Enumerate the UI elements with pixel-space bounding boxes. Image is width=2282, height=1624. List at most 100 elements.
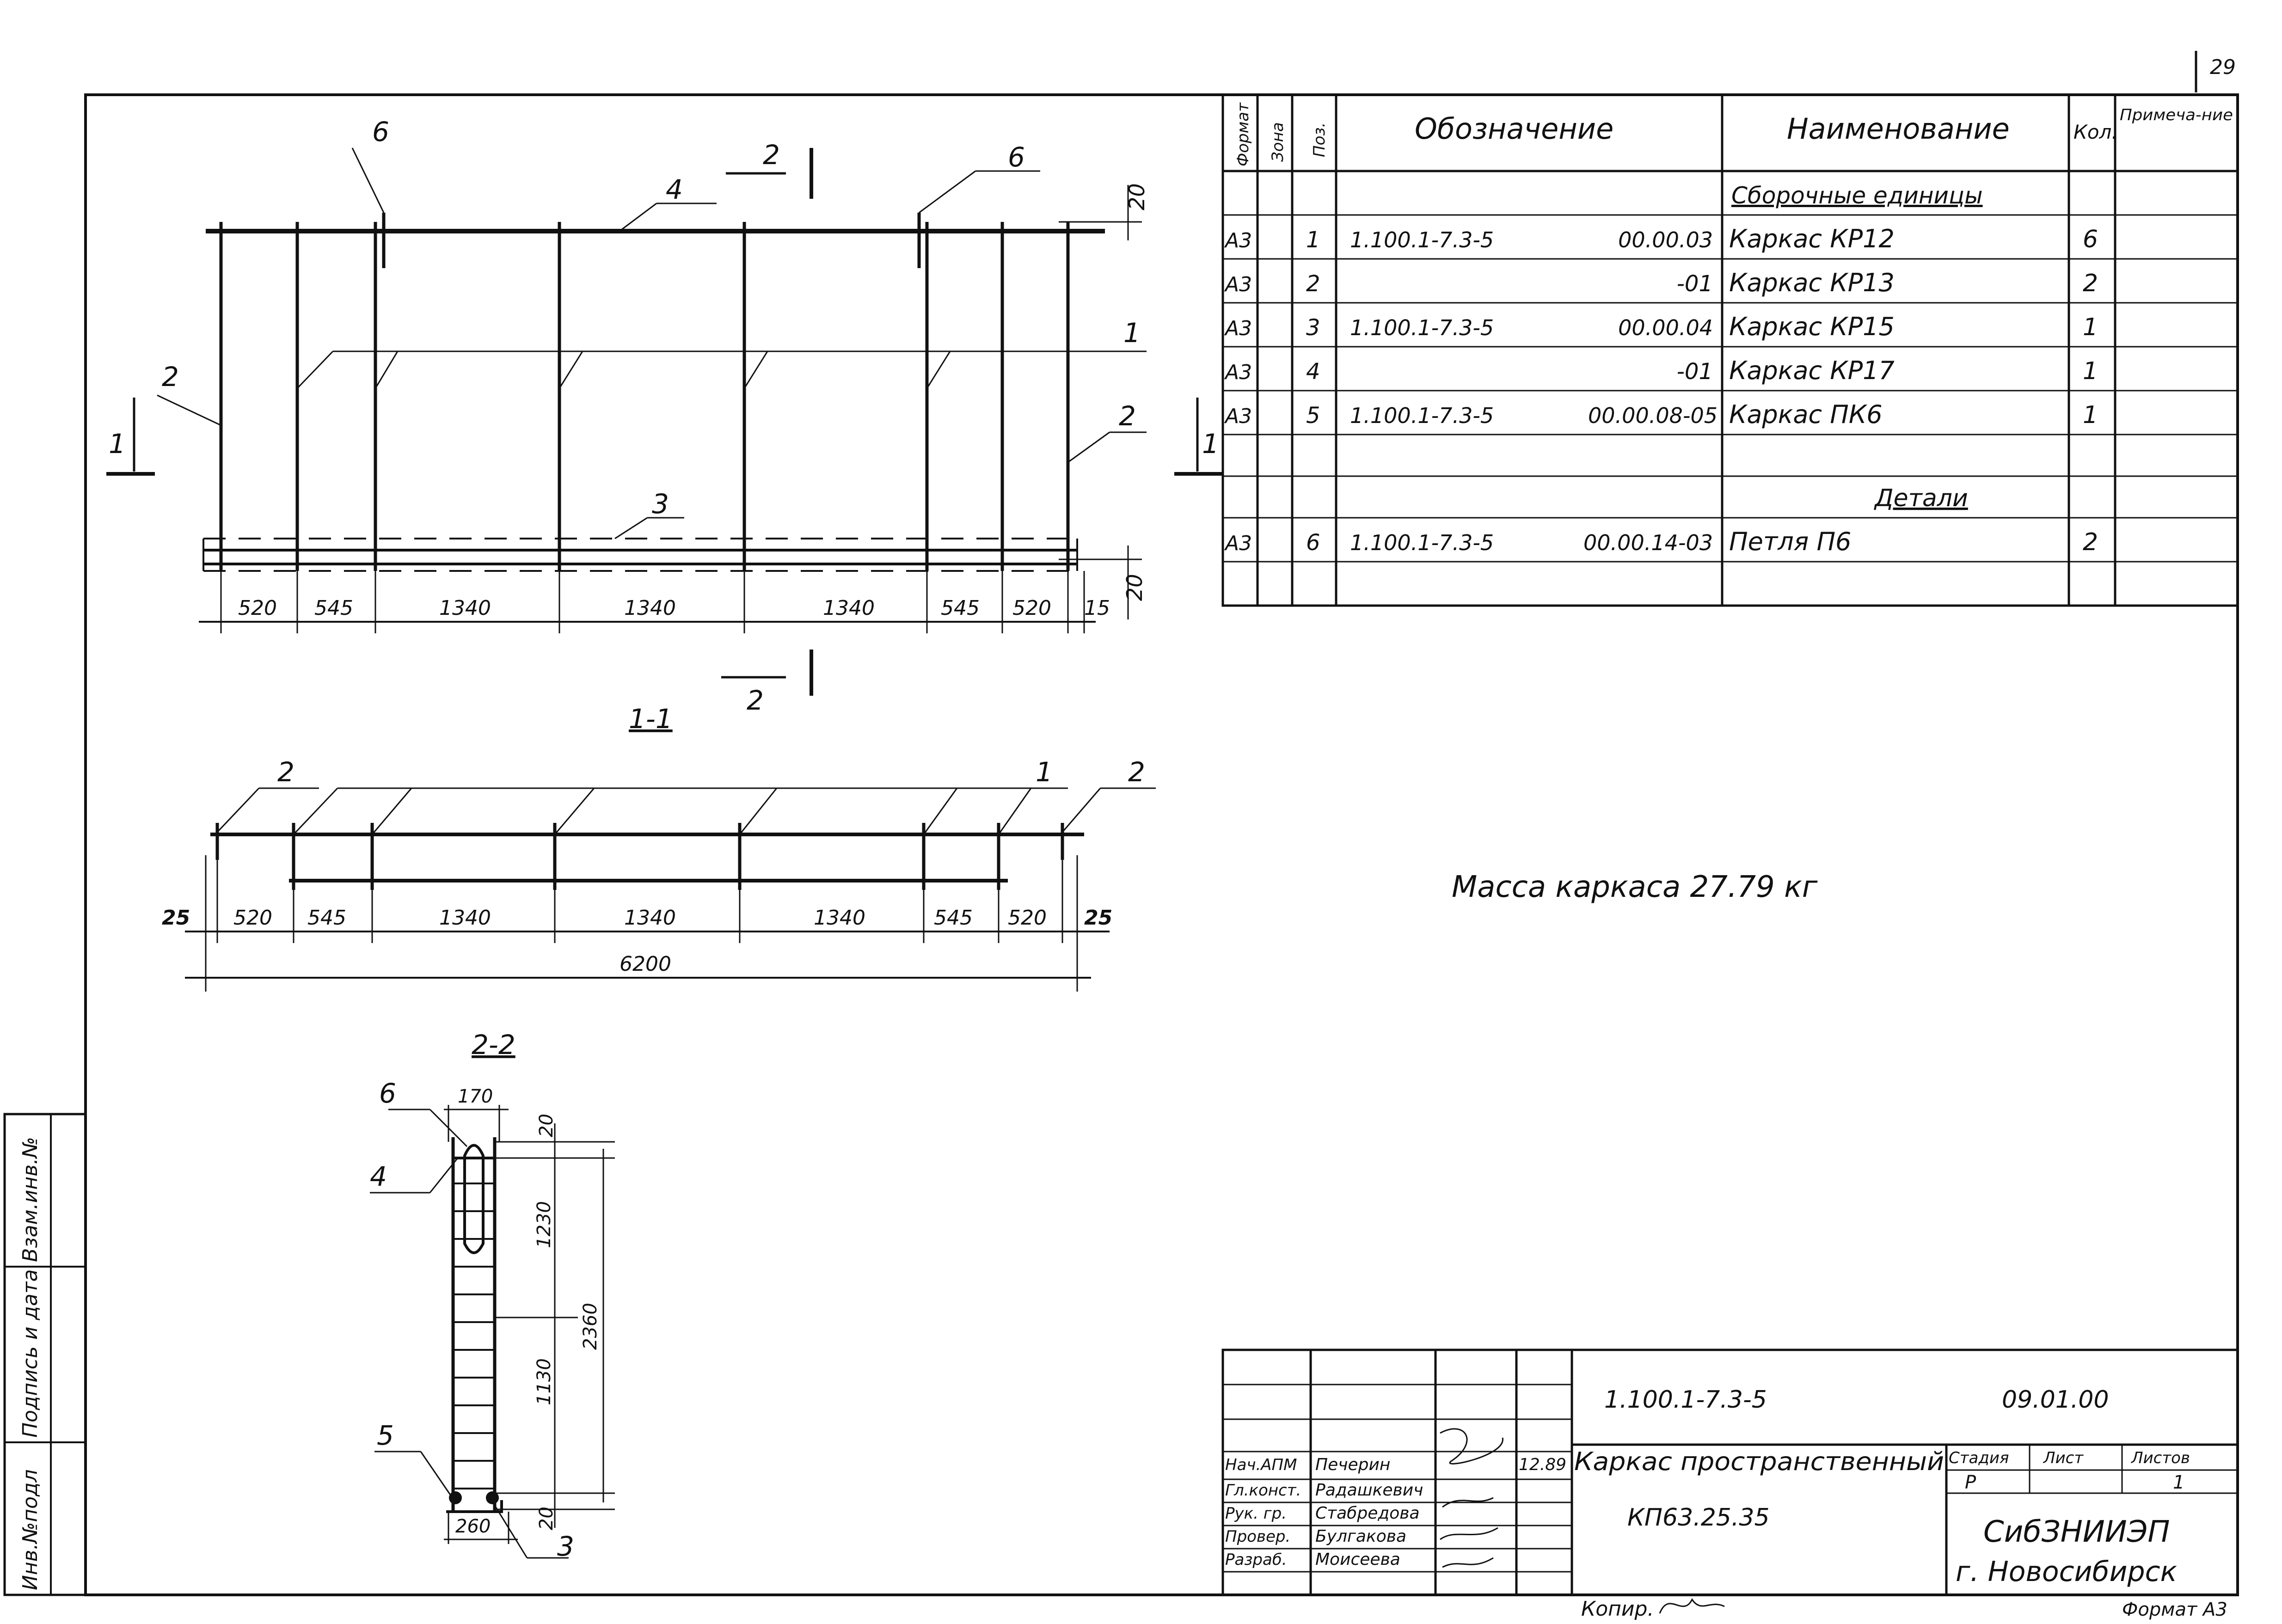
elevation-dim-20-bottom: 20 — [1122, 574, 1147, 601]
svg-text:-01: -01 — [1677, 359, 1713, 385]
svg-text:Рук. гр.: Рук. гр. — [1225, 1504, 1287, 1523]
elevation-pos2-right: 2 — [1119, 400, 1136, 432]
svg-text:09.01.00: 09.01.00 — [2002, 1386, 2109, 1414]
section-2-2-pos3: 3 — [557, 1531, 574, 1562]
table-row: А3 3 1.100.1-7.3-5 00.00.04 Каркас КР15 … — [1224, 312, 2098, 341]
svg-text:2: 2 — [2083, 528, 2098, 556]
svg-text:А3: А3 — [1224, 404, 1252, 428]
section-1-1-title: 1-1 — [629, 703, 673, 735]
section-mark-2-top: 2 — [763, 139, 780, 171]
section-2-2-pos5: 5 — [377, 1420, 394, 1451]
svg-text:3: 3 — [1306, 315, 1320, 341]
svg-text:520: 520 — [233, 906, 272, 930]
svg-text:1340: 1340 — [624, 906, 676, 930]
elevation-pos6-right: 6 — [1008, 141, 1025, 173]
svg-text:А3: А3 — [1224, 532, 1252, 555]
left-stamp: Инв.№подл Подпись и дата Взам.инв.№ — [3, 1113, 87, 1596]
header-note: Примеча-ние — [2120, 106, 2233, 124]
svg-text:20: 20 — [536, 1507, 557, 1530]
header-designation: Обозначение — [1415, 112, 1613, 146]
section-1-1-pos2-left: 2 — [277, 756, 294, 788]
elevation-pos4: 4 — [666, 174, 683, 205]
svg-text:Радашкевич: Радашкевич — [1315, 1481, 1423, 1500]
drawing-frame — [84, 93, 2239, 1596]
elevation-pos1: 1 — [1123, 317, 1141, 349]
section-2-2-pos4: 4 — [370, 1161, 387, 1192]
svg-text:1.100.1-7.3-5: 1.100.1-7.3-5 — [1350, 530, 1494, 555]
svg-text:г. Новосибирск: г. Новосибирск — [1956, 1556, 2177, 1588]
svg-text:КП63.25.35: КП63.25.35 — [1627, 1504, 1770, 1532]
svg-text:Каркас КР12: Каркас КР12 — [1729, 224, 1895, 253]
svg-text:Каркас пространственный: Каркас пространственный — [1574, 1447, 1944, 1476]
section-2-2 — [370, 1105, 615, 1559]
svg-text:Моисеева: Моисеева — [1315, 1550, 1400, 1569]
svg-text:1.100.1-7.3-5: 1.100.1-7.3-5 — [1350, 227, 1494, 252]
mass-note: Масса каркаса 27.79 кг — [1452, 870, 1818, 904]
svg-text:20: 20 — [536, 1114, 557, 1137]
svg-text:1340: 1340 — [814, 906, 865, 930]
section-1-1-pos1: 1 — [1036, 756, 1053, 788]
svg-text:А3: А3 — [1224, 361, 1252, 384]
svg-text:Р: Р — [1965, 1472, 1976, 1493]
table-row: А3 5 1.100.1-7.3-5 00.00.08-05 Каркас ПК… — [1224, 400, 2098, 429]
svg-text:1340: 1340 — [439, 906, 491, 930]
svg-text:Стадия: Стадия — [1949, 1449, 2009, 1467]
svg-text:545: 545 — [934, 906, 973, 930]
svg-text:25: 25 — [1084, 906, 1112, 930]
section-assembly-units: Сборочные единицы — [1731, 182, 1983, 209]
elevation-dim-20-top: 20 — [1124, 183, 1149, 210]
svg-text:4: 4 — [1306, 359, 1320, 385]
page-number: 29 — [2210, 55, 2236, 79]
svg-text:1130: 1130 — [534, 1358, 555, 1405]
header-pos: Поз. — [1310, 123, 1329, 157]
section-mark-2-bottom: 2 — [747, 685, 764, 716]
svg-text:Каркас ПК6: Каркас ПК6 — [1729, 400, 1883, 429]
svg-text:А3: А3 — [1224, 317, 1252, 340]
svg-text:520: 520 — [1008, 906, 1047, 930]
table-row: А3 1 1.100.1-7.3-5 00.00.03 Каркас КР12 … — [1224, 224, 2098, 253]
stamp-sign-date: Подпись и дата — [18, 1269, 42, 1438]
svg-text:545: 545 — [307, 906, 346, 930]
svg-text:Каркас КР15: Каркас КР15 — [1729, 312, 1895, 341]
elevation-pos3: 3 — [652, 488, 669, 520]
header-name: Наименование — [1787, 112, 2010, 146]
svg-text:1340: 1340 — [439, 596, 491, 620]
table-row: А3 4 -01 Каркас КР17 1 — [1224, 356, 2098, 385]
section-1-1-dimensions: 25 520 545 1340 1340 1340 545 520 25 620… — [162, 906, 1112, 976]
section-2-2-pos6: 6 — [379, 1078, 396, 1109]
elevation-pos2-left: 2 — [162, 361, 179, 392]
svg-text:520: 520 — [1012, 596, 1051, 620]
svg-text:1: 1 — [2083, 313, 2098, 341]
footer-format: Формат А3 — [2122, 1599, 2227, 1620]
title-block — [1221, 1348, 2239, 1596]
svg-text:1340: 1340 — [624, 596, 676, 620]
svg-text:Провер.: Провер. — [1225, 1527, 1290, 1546]
svg-text:6: 6 — [2083, 226, 2098, 253]
footer-copy: Копир. — [1581, 1597, 1654, 1621]
svg-text:15: 15 — [1084, 596, 1110, 620]
svg-text:Булгакова: Булгакова — [1315, 1527, 1406, 1546]
elevation-view — [106, 147, 1223, 696]
svg-text:1: 1 — [2083, 357, 2098, 385]
svg-text:-01: -01 — [1677, 271, 1713, 297]
section-2-2-title: 2-2 — [472, 1029, 515, 1060]
svg-text:А3: А3 — [1224, 273, 1252, 296]
svg-text:Нач.АПМ: Нач.АПМ — [1225, 1456, 1297, 1474]
svg-text:520: 520 — [238, 596, 277, 620]
header-format: Формат — [1234, 102, 1252, 166]
section-1-1 — [185, 787, 1156, 992]
svg-text:5: 5 — [1306, 403, 1320, 429]
svg-text:545: 545 — [314, 596, 353, 620]
svg-text:1: 1 — [2173, 1472, 2184, 1493]
elevation-dimensions: 520 545 1340 1340 1340 545 520 15 — [238, 596, 1110, 620]
svg-text:2: 2 — [1306, 271, 1320, 297]
svg-text:00.00.04: 00.00.04 — [1618, 315, 1713, 340]
svg-text:Стабредова: Стабредова — [1315, 1504, 1420, 1523]
svg-text:1230: 1230 — [534, 1201, 555, 1248]
svg-text:1.100.1-7.3-5: 1.100.1-7.3-5 — [1350, 403, 1494, 428]
svg-text:00.00.03: 00.00.03 — [1618, 227, 1713, 252]
section-mark-1-right: 1 — [1202, 428, 1219, 460]
svg-text:1340: 1340 — [823, 596, 875, 620]
svg-text:Каркас КР13: Каркас КР13 — [1729, 268, 1895, 297]
svg-text:170: 170 — [458, 1086, 493, 1107]
